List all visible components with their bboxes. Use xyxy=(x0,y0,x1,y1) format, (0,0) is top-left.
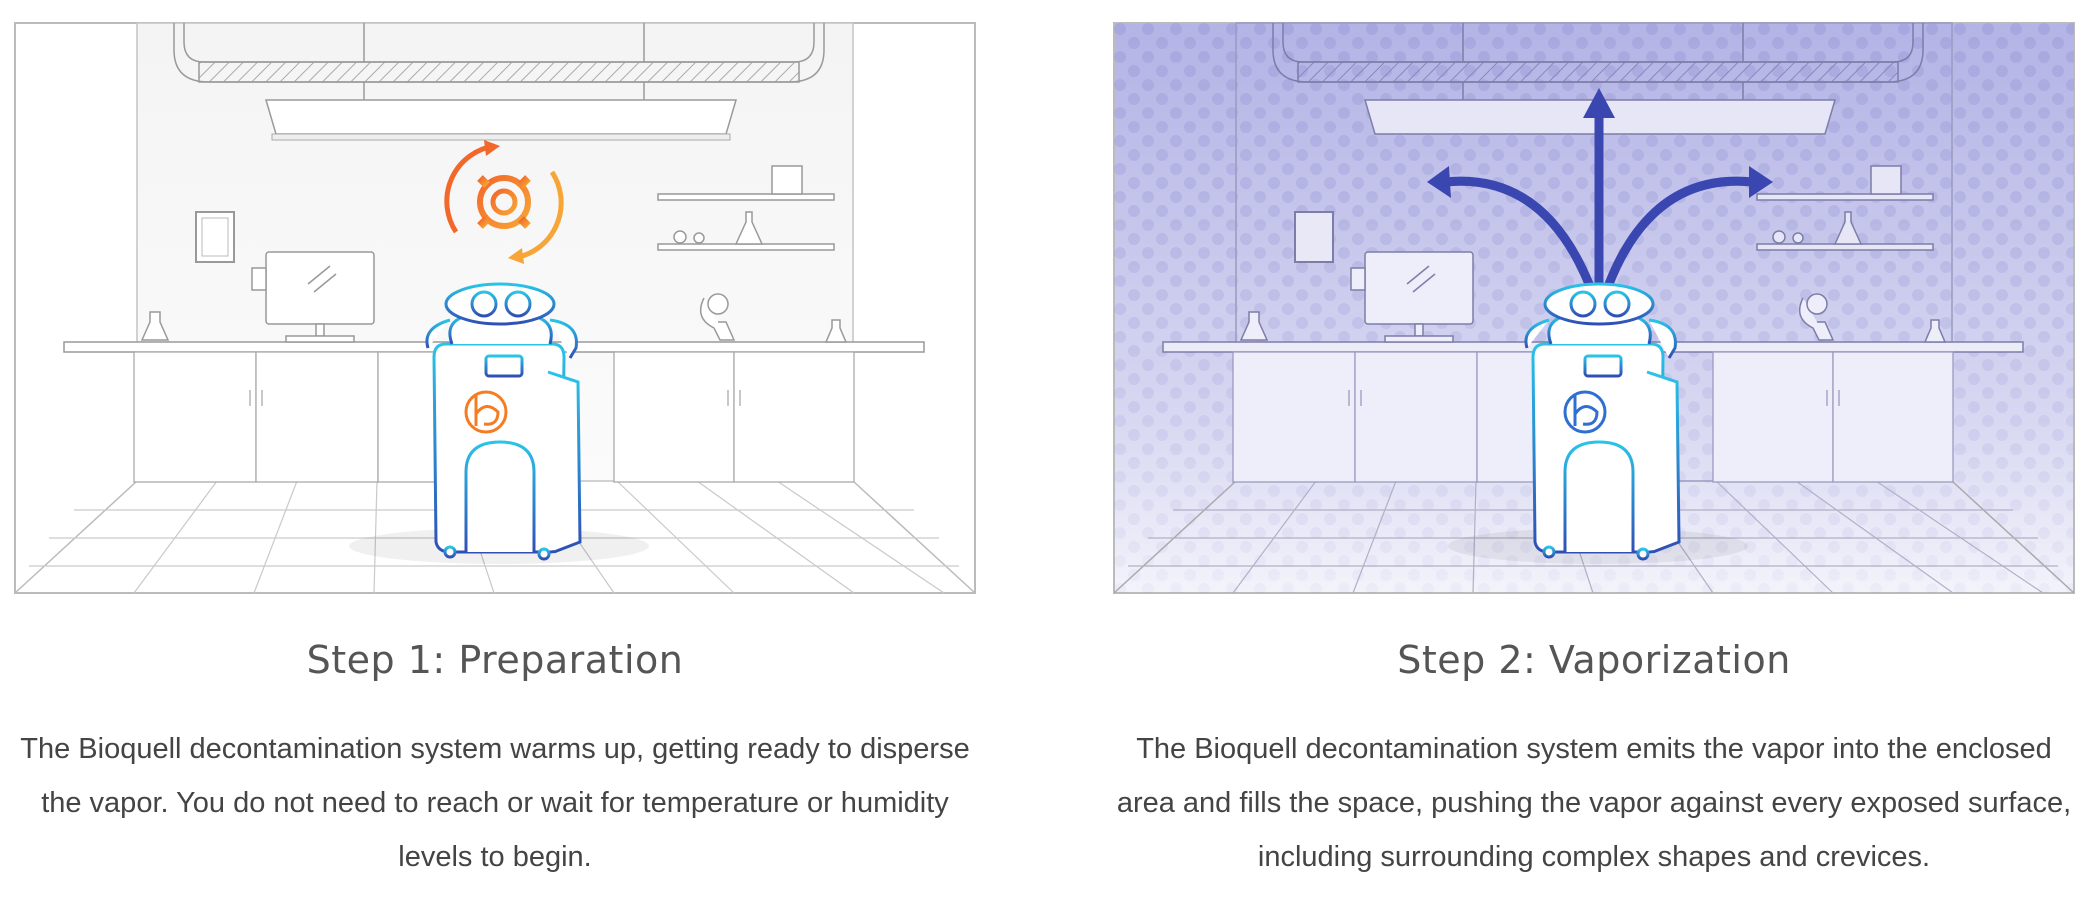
lab-room-vapor-illustration xyxy=(1113,22,2075,594)
bioquell-logo xyxy=(1563,390,1607,434)
decontamination-robot xyxy=(1524,282,1681,561)
decontamination-robot xyxy=(425,282,582,561)
bioquell-logo xyxy=(464,390,508,434)
step-2-illustration xyxy=(1113,22,2075,594)
step-1-description: The Bioquell decontamination system warm… xyxy=(20,733,970,873)
vapor-dispersal-arrows-icon xyxy=(1440,109,1758,289)
step-2-description: The Bioquell decontamination system emit… xyxy=(1116,733,2072,873)
step-1-illustration xyxy=(14,22,976,594)
lab-room-illustration xyxy=(14,22,976,594)
step-2-title: Step 2: Vaporization xyxy=(1397,638,1791,682)
gear-with-rotation-arrows-icon xyxy=(444,140,564,264)
step-1-title: Step 1: Preparation xyxy=(306,638,684,682)
